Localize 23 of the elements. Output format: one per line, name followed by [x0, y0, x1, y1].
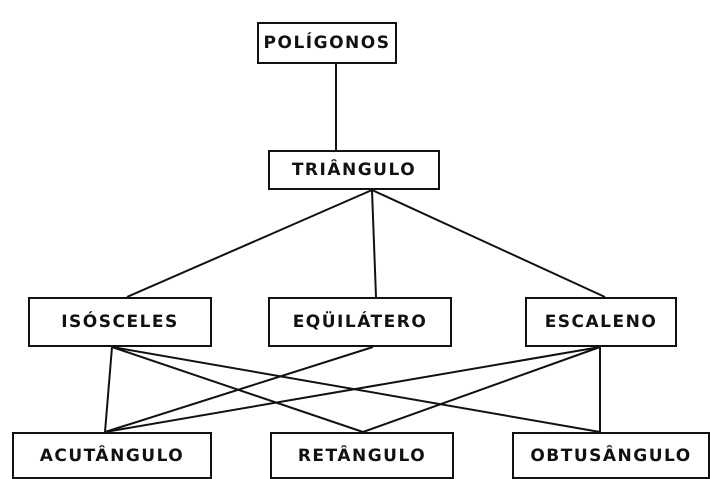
category-box — [12, 432, 212, 479]
category-box — [28, 297, 212, 347]
connector-line — [126, 189, 372, 298]
category-box — [512, 432, 710, 479]
category-label: OBTUSÂNGULO — [530, 446, 692, 466]
category-label: ESCALENO — [544, 312, 658, 332]
category-box — [268, 297, 452, 347]
category-box — [257, 22, 397, 64]
connector-line — [362, 346, 600, 433]
connector-line — [599, 347, 601, 432]
category-label: RETÂNGULO — [298, 446, 426, 466]
category-box — [525, 297, 677, 347]
category-label: TRIÂNGULO — [292, 160, 416, 180]
category-label: POLÍGONOS — [264, 33, 390, 53]
category-label: EQÜILÁTERO — [292, 312, 428, 332]
category-box — [270, 432, 454, 479]
category-label: ACUTÂNGULO — [40, 446, 184, 466]
connector-line — [335, 64, 337, 150]
connector-line — [372, 189, 606, 298]
connector-line — [104, 346, 113, 432]
category-label: ISÓSCELES — [61, 312, 179, 332]
connector-line — [371, 190, 377, 298]
category-box — [268, 150, 440, 190]
